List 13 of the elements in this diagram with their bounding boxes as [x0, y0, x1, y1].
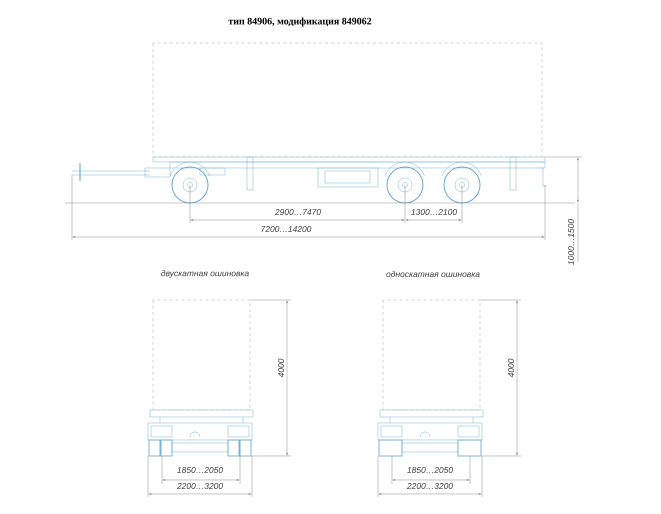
dimension-label: 2900…7470 [274, 209, 321, 215]
view-caption: односкатная ошиновка [386, 270, 480, 278]
dimension-label: 1300…2100 [411, 209, 457, 215]
dimension-label: 2200…3200 [406, 483, 453, 489]
title: тип 84906, модификация 849062 [228, 17, 372, 26]
dimension-label: 2200…3200 [176, 483, 223, 489]
dimension-label: 1850…2050 [407, 467, 453, 473]
dimension-label: 1000…1500 [568, 219, 574, 265]
dimension-label: 1850…2050 [177, 467, 223, 473]
dimension-label: 4000 [508, 358, 514, 378]
view-caption: двускатная ошиновка [161, 270, 249, 278]
dimension-label: 7200…14200 [261, 226, 312, 232]
dimension-label: 4000 [278, 358, 284, 378]
